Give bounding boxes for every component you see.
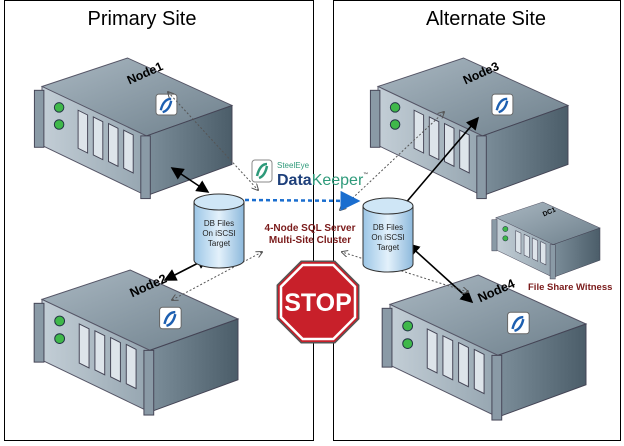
server-dc1-label: DC1 [542,206,557,218]
status-led-icon [389,119,401,130]
stop-sign: STOP [276,260,360,344]
server-node1: Node1 [33,57,234,200]
drive-bay [428,116,440,161]
drive-bay [123,129,134,174]
status-led-icon [53,119,65,130]
drive-bay [523,233,530,259]
power-led-icon [402,320,414,332]
storage-text-line1: DB Files [204,219,234,228]
drive-bay [515,230,522,255]
drive-bay [77,109,89,154]
datakeeper-icon [155,93,178,116]
server-node2: Node2 [33,269,240,416]
drive-bay [444,122,455,168]
power-led-icon [389,102,401,113]
power-led-icon [54,315,66,327]
cluster-heartbeat-arrow [172,252,262,300]
drive-bay [540,241,547,266]
cluster-label-line2: Multi-Site Cluster [269,235,351,246]
drive-bay [110,336,121,383]
alternate-site-title: Alternate Site [426,8,546,30]
product-name: DataKeeper™ [277,172,368,189]
status-led-icon [402,338,414,349]
drive-bay [94,329,106,376]
file-share-witness-label: File Share Witness [528,282,612,293]
status-led-icon [54,333,66,344]
alternate-site-box [333,0,621,441]
drive-bay [442,334,454,381]
datakeeper-icon [159,306,182,330]
status-led-icon [502,235,509,242]
primary-site-title: Primary Site [88,8,197,30]
server-node4: Node4 [381,274,588,421]
drive-bay [426,328,438,374]
drive-bay [78,323,90,369]
power-led-icon [53,102,65,113]
cluster-label-line1: 4-Node SQL Server [265,223,356,234]
datakeeper-icon [491,93,514,116]
drive-bay [108,122,119,168]
drive-bay [473,348,485,395]
drive-bay [458,341,469,388]
datakeeper-icon [507,311,530,335]
brand-steeleye: SteelEye [277,161,310,170]
drive-bay [92,116,104,161]
storage-text-line3: Target [208,239,231,248]
replication-arrow [244,190,361,211]
datakeeper-logo: SteelEye DataKeeper™ [251,159,368,189]
drive-bay [125,343,137,390]
power-led-icon [502,226,509,232]
server-dc1: DC1 [491,201,601,280]
storage-text-line1: DB Files [373,223,403,232]
storage-text-line3: Target [377,243,400,252]
stop-text: STOP [284,289,352,317]
storage-text-line2: On iSCSI [371,233,404,242]
drive-bay [532,237,538,262]
primary-site-box [4,0,314,441]
drive-bay [413,109,425,154]
storage-text-line2: On iSCSI [202,229,235,238]
